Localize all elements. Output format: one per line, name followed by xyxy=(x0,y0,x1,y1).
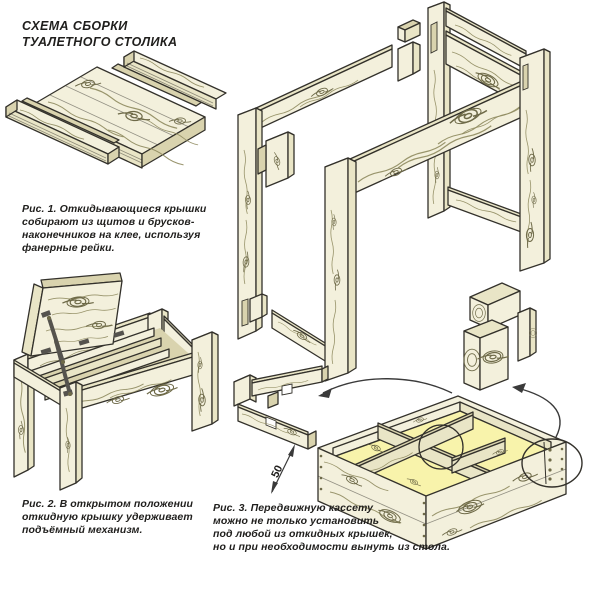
fig2-open-lid xyxy=(21,272,123,357)
main-front-left-leg xyxy=(324,157,357,382)
fig3-cassette-drawing xyxy=(317,395,583,550)
cassette-dividers xyxy=(351,411,506,488)
fig2-lift-mechanism xyxy=(40,310,73,397)
cassette-center-circle xyxy=(418,424,464,470)
main-tenon-blocks xyxy=(397,19,421,82)
fig2-caption: Рис. 2. В открытом положении откидную кр… xyxy=(22,498,194,537)
cassette-front-right-wall xyxy=(425,441,567,550)
main-right-end-top-rail xyxy=(445,7,527,70)
main-frame-drawing xyxy=(233,1,551,450)
main-right-end-stretcher xyxy=(447,186,525,234)
main-left-end-rail-piece xyxy=(257,131,295,188)
fig2-open-lid-table-drawing xyxy=(13,272,219,491)
fig2-lid-hinges xyxy=(40,330,125,355)
arrow-to-corner-blocks xyxy=(512,383,561,438)
arrow-to-runner-rails xyxy=(318,378,453,398)
cassette-nails xyxy=(319,447,564,538)
fig1-exploded-lid-drawing xyxy=(5,50,227,169)
main-front-right-leg xyxy=(519,48,551,272)
cassette-detail-circle xyxy=(521,438,583,488)
fig1-bottom-edge-bar xyxy=(5,97,120,165)
dimension-label: 50 xyxy=(269,464,285,480)
main-cassette-runner-rails xyxy=(233,365,329,450)
dimension-50: 50 xyxy=(269,444,295,494)
page-title: СХЕМА СБОРКИ ТУАЛЕТНОГО СТОЛИКА xyxy=(22,19,178,50)
fig1-caption: Рис. 1. Откидывающиеся крышки собирают и… xyxy=(22,203,207,255)
main-left-end-stretcher xyxy=(249,293,331,365)
fig2-front-right-leg xyxy=(191,331,219,432)
fig3-caption: Рис. 3. Передвижную кассету можно не тол… xyxy=(213,502,451,554)
main-rear-rail xyxy=(253,44,393,132)
fig2-front-left-leg xyxy=(59,381,83,491)
fig1-top-edge-bar xyxy=(111,50,227,110)
main-corner-joint-blocks xyxy=(463,282,537,391)
